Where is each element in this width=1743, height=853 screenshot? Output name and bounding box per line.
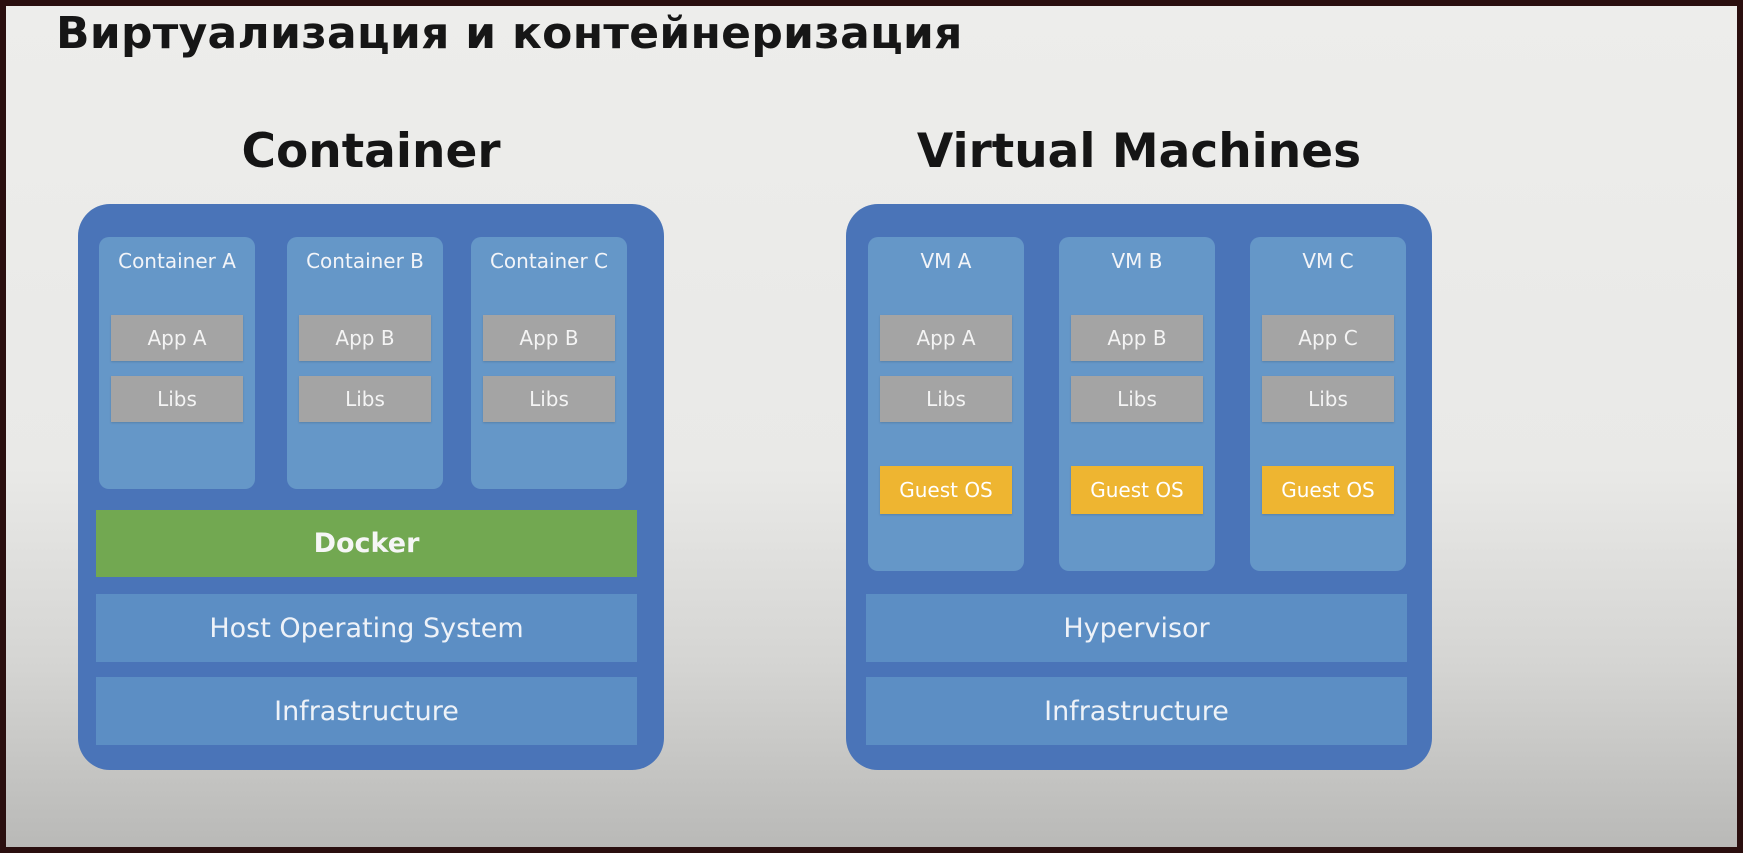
app-block: App B [1071, 315, 1203, 361]
hypervisor-layer: Hypervisor [866, 594, 1407, 662]
container-name: Container C [489, 249, 609, 273]
app-block: App B [483, 315, 615, 361]
libs-block: Libs [299, 376, 431, 422]
guest-os-block: Guest OS [1262, 466, 1394, 514]
docker-layer: Docker [96, 510, 637, 577]
container-panel-title: Container [241, 124, 501, 179]
libs-block: Libs [1071, 376, 1203, 422]
app-block: App C [1262, 315, 1394, 361]
app-block: App B [299, 315, 431, 361]
vm-name: VM A [920, 249, 972, 273]
slide-title: Виртуализация и контейнеризация [56, 8, 963, 59]
container-name: Container A [118, 249, 236, 273]
vm-panel-title: Virtual Machines [916, 124, 1362, 179]
container-name: Container B [306, 249, 424, 273]
container-column-b: Container B App B Libs [287, 237, 443, 489]
vm-name: VM B [1111, 249, 1163, 273]
container-column-a: Container A App A Libs [99, 237, 255, 489]
libs-block: Libs [880, 376, 1012, 422]
libs-block: Libs [1262, 376, 1394, 422]
host-os-layer: Host Operating System [96, 594, 637, 662]
vm-name: VM C [1302, 249, 1354, 273]
container-panel: Container A App A Libs Container B App B… [78, 204, 664, 770]
vm-infrastructure-layer: Infrastructure [866, 677, 1407, 745]
guest-os-block: Guest OS [880, 466, 1012, 514]
slide: Виртуализация и контейнеризация Containe… [6, 6, 1737, 847]
vm-column-a: VM A App A Libs Guest OS [868, 237, 1024, 571]
container-infrastructure-layer: Infrastructure [96, 677, 637, 745]
libs-block: Libs [111, 376, 243, 422]
container-column-c: Container C App B Libs [471, 237, 627, 489]
vm-column-c: VM C App C Libs Guest OS [1250, 237, 1406, 571]
guest-os-block: Guest OS [1071, 466, 1203, 514]
vm-panel: VM A App A Libs Guest OS VM B App B Libs… [846, 204, 1432, 770]
app-block: App A [880, 315, 1012, 361]
libs-block: Libs [483, 376, 615, 422]
app-block: App A [111, 315, 243, 361]
vm-column-b: VM B App B Libs Guest OS [1059, 237, 1215, 571]
